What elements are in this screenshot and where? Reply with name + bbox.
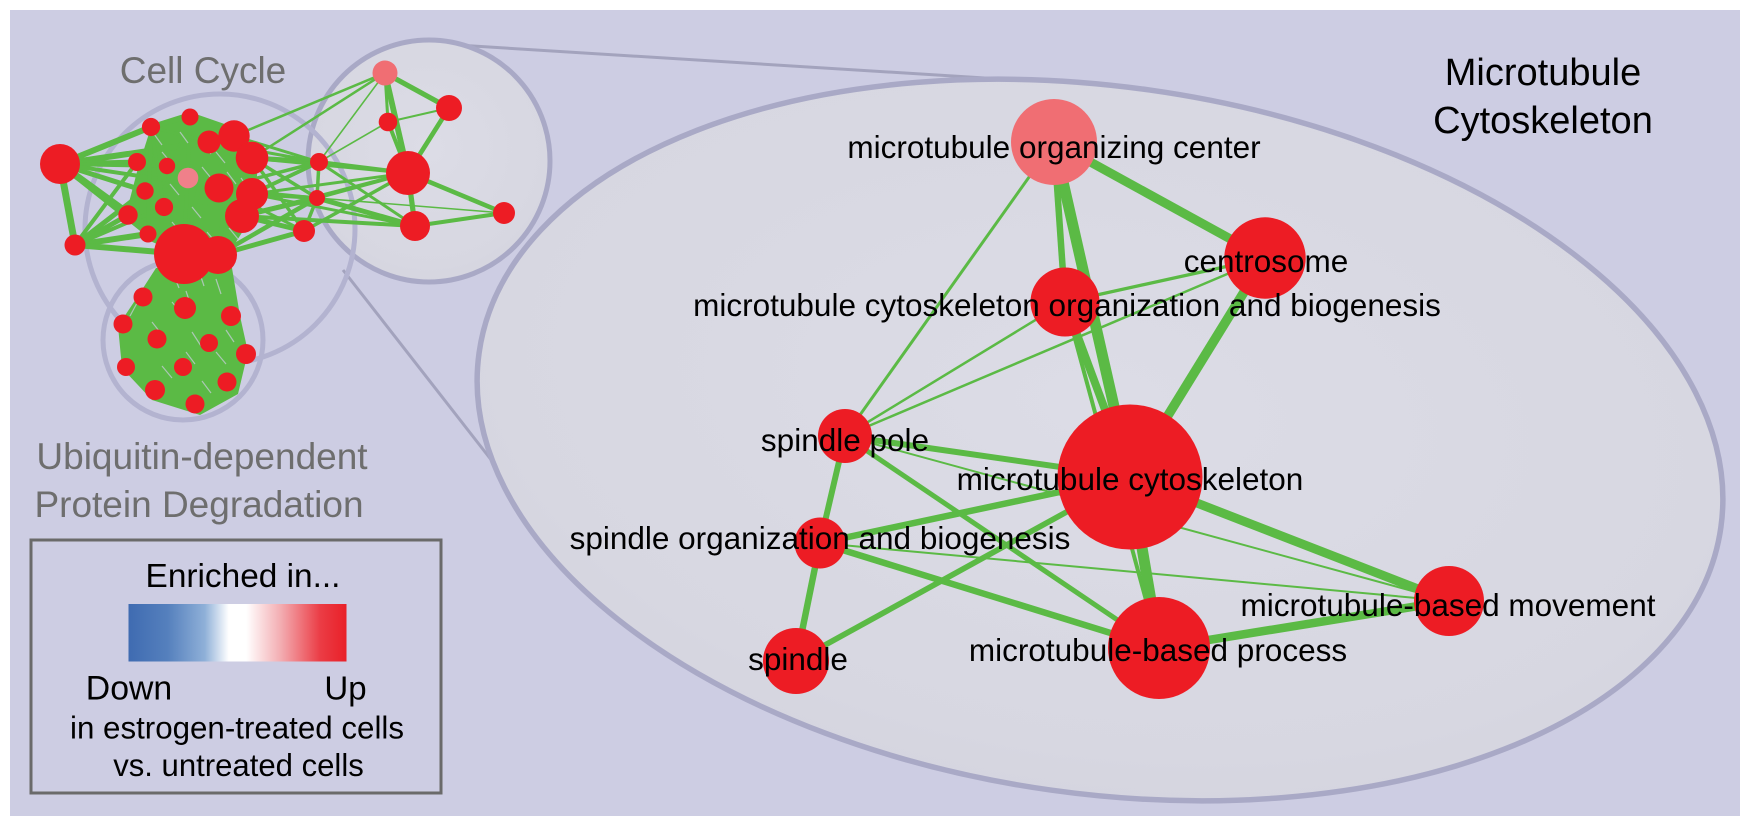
svg-text:centrosome: centrosome <box>1184 243 1349 279</box>
svg-text:Down: Down <box>86 670 172 708</box>
svg-text:Cytoskeleton: Cytoskeleton <box>1433 100 1653 142</box>
svg-text:Cell Cycle: Cell Cycle <box>120 50 287 91</box>
svg-text:vs. untreated cells: vs. untreated cells <box>113 748 364 783</box>
svg-text:microtubule-based process: microtubule-based process <box>969 632 1347 668</box>
svg-text:Enriched in...: Enriched in... <box>146 558 341 595</box>
svg-text:Microtubule: Microtubule <box>1445 52 1641 94</box>
svg-text:microtubule-based movement: microtubule-based movement <box>1241 587 1656 623</box>
svg-text:in estrogen-treated cells: in estrogen-treated cells <box>70 711 404 746</box>
svg-text:spindle pole: spindle pole <box>761 422 929 458</box>
svg-text:Ubiquitin-dependent: Ubiquitin-dependent <box>36 436 368 477</box>
svg-text:Protein Degradation: Protein Degradation <box>34 484 363 525</box>
svg-text:spindle: spindle <box>748 641 848 677</box>
svg-text:microtubule organizing center: microtubule organizing center <box>847 129 1260 165</box>
svg-text:microtubule cytoskeleton organ: microtubule cytoskeleton organization an… <box>693 287 1441 323</box>
svg-text:spindle organization and bioge: spindle organization and biogenesis <box>570 520 1071 556</box>
svg-text:Up: Up <box>324 670 366 707</box>
svg-text:microtubule cytoskeleton: microtubule cytoskeleton <box>957 461 1304 497</box>
